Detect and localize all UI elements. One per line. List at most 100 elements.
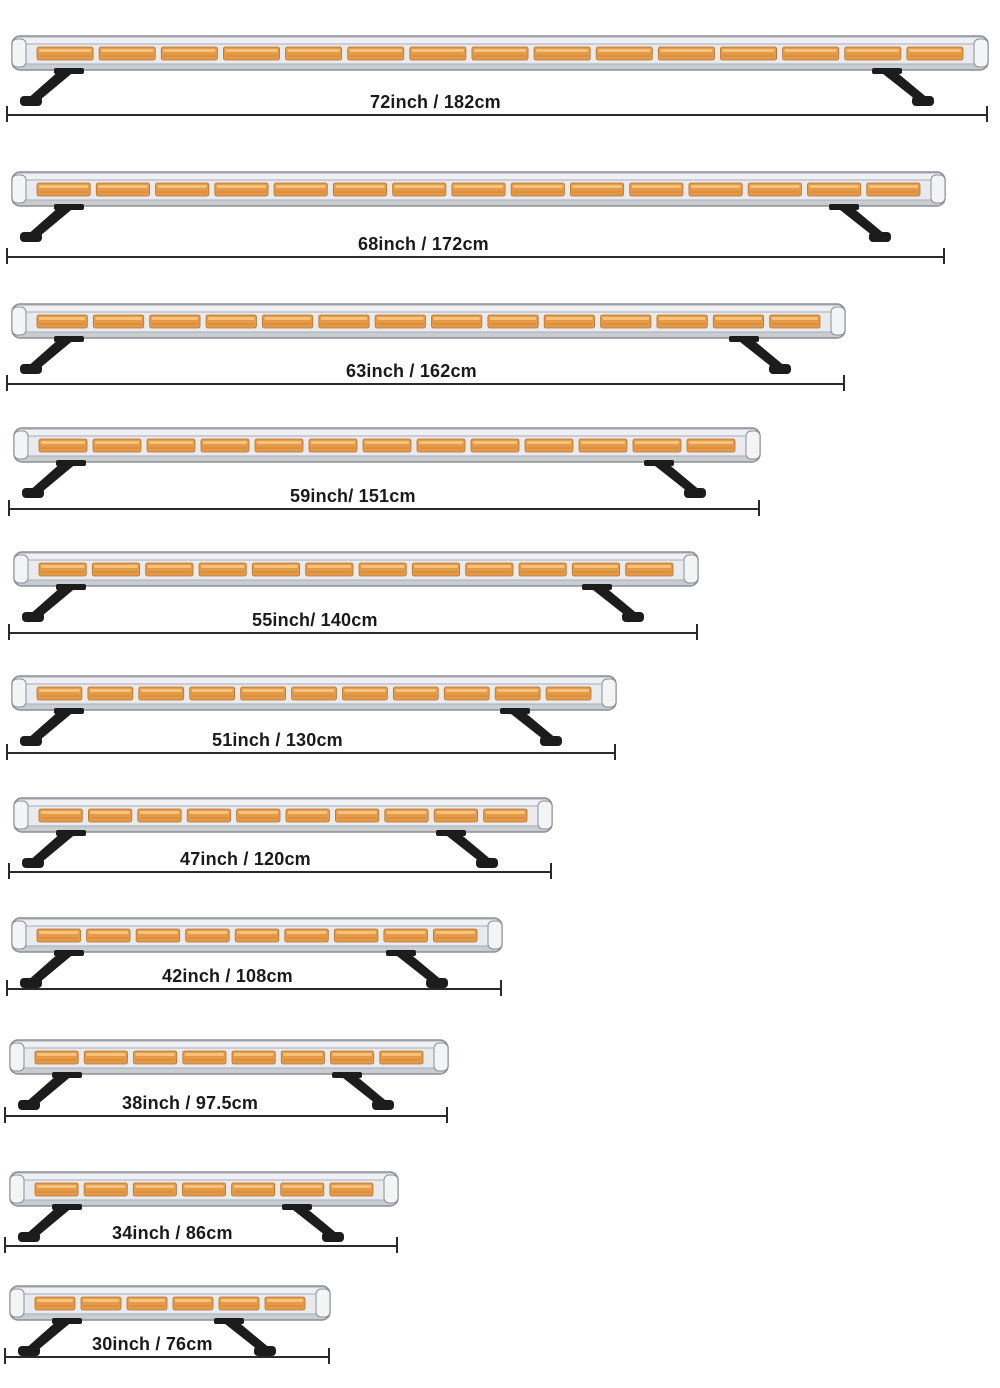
bar-top-edge [15, 678, 613, 684]
led-highlight [139, 811, 180, 814]
size-label: 68inch / 172cm [358, 234, 489, 254]
bar-top-edge [13, 1288, 327, 1294]
led-module [383, 928, 428, 943]
bar-end-cap-right [315, 1288, 331, 1318]
led-module [182, 1050, 227, 1065]
dimension-tick-left [8, 624, 10, 640]
led-highlight [37, 1185, 77, 1188]
led-module [182, 1182, 226, 1197]
bar-end-cap-right [487, 920, 503, 950]
bar-end-cap-left [11, 920, 27, 950]
mounting-bracket-icon [20, 950, 84, 988]
led-highlight [39, 931, 79, 934]
bar-top-edge [17, 554, 695, 560]
led-module [358, 562, 407, 577]
led-highlight [189, 811, 229, 814]
led-module [483, 808, 528, 823]
led-highlight [361, 565, 405, 568]
led-light-bar-icon [11, 171, 946, 242]
led-module [329, 1182, 374, 1197]
light-bar-item: 51inch / 130cm [6, 675, 617, 772]
dimension-tick-right [550, 863, 552, 879]
led-module [149, 314, 201, 329]
led-highlight [660, 49, 713, 52]
led-module [333, 928, 379, 943]
light-bar-item: 47inch / 120cm [8, 797, 553, 891]
size-label: 47inch / 120cm [180, 849, 311, 869]
led-module [578, 438, 628, 453]
bar-top-edge [13, 1174, 395, 1180]
dimension-tick-left [6, 248, 8, 264]
led-highlight [135, 1053, 175, 1056]
led-module [80, 1296, 122, 1311]
led-highlight [221, 1299, 257, 1302]
mounting-bracket-icon [644, 460, 706, 498]
led-module [545, 686, 592, 701]
mounting-bracket-icon [582, 584, 644, 622]
led-module [254, 438, 304, 453]
led-highlight [135, 1185, 175, 1188]
led-highlight [331, 1185, 371, 1188]
led-module [262, 314, 314, 329]
led-highlight [332, 1053, 372, 1056]
led-module [264, 1296, 306, 1311]
dimension-tick-left [8, 500, 10, 516]
led-module [240, 686, 286, 701]
led-highlight [377, 317, 424, 320]
led-highlight [722, 49, 775, 52]
dimension-tick-right [758, 500, 760, 516]
led-highlight [750, 185, 800, 188]
led-module [431, 314, 483, 329]
mounting-bracket-icon [18, 1318, 82, 1356]
led-module [231, 1182, 276, 1197]
led-module [38, 438, 88, 453]
led-module [906, 46, 964, 61]
led-highlight [436, 811, 476, 814]
led-module [126, 1296, 168, 1311]
led-highlight [257, 441, 301, 444]
led-highlight [365, 441, 409, 444]
size-label: 38inch / 97.5cm [122, 1093, 259, 1113]
led-highlight [163, 49, 216, 52]
led-highlight [473, 441, 517, 444]
led-highlight [267, 1299, 303, 1302]
led-highlight [286, 931, 327, 934]
led-highlight [39, 317, 86, 320]
dimension-line [4, 1356, 330, 1358]
dimension-tick-right [614, 744, 616, 760]
bar-end-cap-left [13, 430, 29, 460]
led-highlight [101, 49, 154, 52]
light-bar-item: 42inch / 108cm [6, 917, 503, 1008]
led-light-bar-icon [9, 1285, 331, 1356]
led-highlight [264, 317, 311, 320]
led-highlight [536, 49, 589, 52]
bar-end-cap-right [745, 430, 761, 460]
led-highlight [598, 49, 651, 52]
bar-top-edge [17, 430, 757, 436]
led-module [533, 46, 591, 61]
led-module [92, 438, 142, 453]
led-highlight [151, 317, 199, 320]
led-highlight [201, 565, 245, 568]
led-module [571, 562, 621, 577]
mounting-bracket-icon [20, 708, 84, 746]
led-highlight [414, 565, 458, 568]
led-highlight [467, 565, 511, 568]
led-highlight [453, 185, 504, 188]
led-highlight [216, 185, 267, 188]
led-highlight [521, 565, 565, 568]
led-highlight [784, 49, 837, 52]
dimension-tick-left [8, 863, 10, 879]
led-highlight [191, 689, 233, 692]
led-module [36, 46, 94, 61]
led-highlight [238, 811, 278, 814]
led-highlight [88, 931, 129, 934]
led-module [200, 438, 250, 453]
led-highlight [602, 317, 649, 320]
led-module [379, 1050, 424, 1065]
dimension-tick-left [4, 1348, 6, 1364]
led-module [656, 314, 708, 329]
led-highlight [548, 689, 589, 692]
led-module [135, 928, 181, 943]
size-label: 72inch / 182cm [370, 92, 501, 112]
